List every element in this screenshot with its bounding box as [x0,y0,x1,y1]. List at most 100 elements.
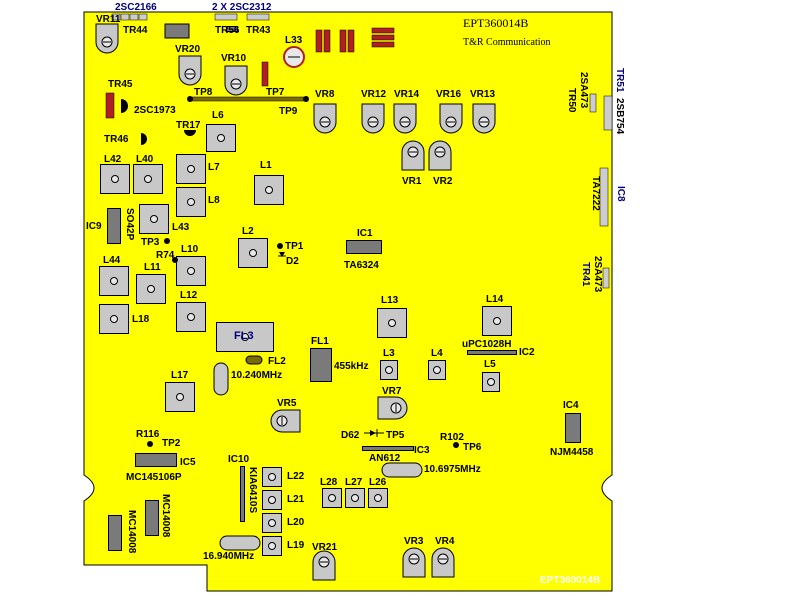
board-subtitle: T&R Communication [463,37,551,48]
board-title: EPT360014B [463,16,529,30]
header-pad [214,13,238,21]
label-vr16: VR16 [436,89,462,100]
label-vr11: VR11 [96,14,121,25]
label-16940mhz: 16.940MHz [203,551,255,562]
tp6-pad [453,442,459,448]
inductor-l5 [482,372,500,392]
label-tp2: TP2 [162,438,181,449]
tr46 [141,133,147,145]
label-vr12: VR12 [361,89,387,100]
label-l4: L4 [431,348,443,359]
header-pad [246,13,270,21]
inductor-l4 [428,360,446,380]
inductor-l44 [99,266,129,296]
label-l1: L1 [260,160,272,171]
inductor-l19 [262,536,282,556]
label-ic3: IC3 [414,445,430,456]
label-l26: L26 [369,477,387,488]
label-l44: L44 [103,255,121,266]
inductor-l11 [136,274,166,304]
label-ta7222: TA7222 [590,176,601,211]
label-vr10: VR10 [221,53,247,64]
label-2sa473-b: 2SA473 [592,256,603,293]
coil-l33-group [105,27,395,119]
label-tr41: TR41 [580,262,591,287]
tp2-pad [147,441,153,447]
label-l8: L8 [208,195,220,206]
inductor-l21 [262,490,282,510]
inductor-l40 [133,164,163,194]
label-tr46: TR46 [104,134,129,145]
r74-pad [172,257,178,263]
label-l11: L11 [144,262,161,273]
edge-pad [599,167,609,227]
label-vr2: VR2 [433,176,453,187]
label-tp1: TP1 [285,241,304,252]
label-vr4: VR4 [435,536,455,547]
label-tp3: TP3 [141,237,160,248]
label-l5: L5 [484,359,496,370]
label-l14: L14 [486,294,504,305]
label-r74: R74 [156,250,175,261]
label-ic2: IC2 [519,347,535,358]
inductor-l28 [322,488,342,508]
mc14008-chip-a [108,515,122,551]
label-vr5: VR5 [277,398,297,409]
label-l27: L27 [345,477,363,488]
ic4-chip [565,413,581,443]
board-bottom-mark: EPT360014B [540,575,601,586]
header-pad [111,13,121,21]
crystal-16940 [219,535,261,551]
label-r116: R116 [136,429,160,440]
label-tr44: TR44 [123,25,148,36]
label-l18: L18 [132,314,150,325]
label-tr43: TR43 [246,25,271,36]
label-l2: L2 [242,226,254,237]
label-ta6324: TA6324 [344,260,379,271]
label-fl1: FL1 [311,336,329,347]
inductor-l10 [176,256,206,286]
inductor-l13 [377,308,407,338]
inductor-l1 [254,175,284,205]
label-10240mhz: 10.240MHz [231,370,283,381]
label-vr3: VR3 [404,536,424,547]
label-tp7: TP7 [266,87,285,98]
ic3-chip [362,446,414,451]
edge-pad [589,93,597,113]
label-l21: L21 [287,494,305,505]
label-l17: L17 [171,370,189,381]
label-l10: L10 [181,244,199,255]
label-l33: L33 [285,35,303,46]
label-ic8: IC8 [615,186,626,202]
label-2sc2166: 2SC2166 [115,2,157,13]
edge-pad [603,95,613,131]
label-tr56: TR56 [215,25,240,36]
tp1-pad [277,243,283,249]
label-2x2sc2312: 2 X 2SC2312 [212,2,272,13]
ic10-chip [240,466,245,522]
tr17 [184,130,196,136]
label-l19: L19 [287,540,305,551]
label-d2: D2 [286,256,299,267]
label-l22: L22 [287,471,305,482]
filter-fl1 [310,348,332,382]
label-fl3: FL3 [234,330,254,342]
label-tr51: TR51 [614,68,625,93]
edge-pad [602,267,610,289]
crystal-10697 [381,462,423,478]
label-tr17: TR17 [176,120,201,131]
label-l12: L12 [180,290,198,301]
ic2-chip [467,350,517,355]
label-l43: L43 [172,222,190,233]
transistor-tr56 [226,26,238,32]
label-l13: L13 [381,295,399,306]
tp3-pad [164,238,170,244]
ic5-chip [135,453,177,467]
ic9-chip [107,208,121,244]
label-so42p: SO42P [124,208,135,241]
label-l20: L20 [287,517,305,528]
label-l28: L28 [320,477,338,488]
label-tr45: TR45 [108,79,133,90]
label-mc14008-b: MC14008 [160,494,171,538]
